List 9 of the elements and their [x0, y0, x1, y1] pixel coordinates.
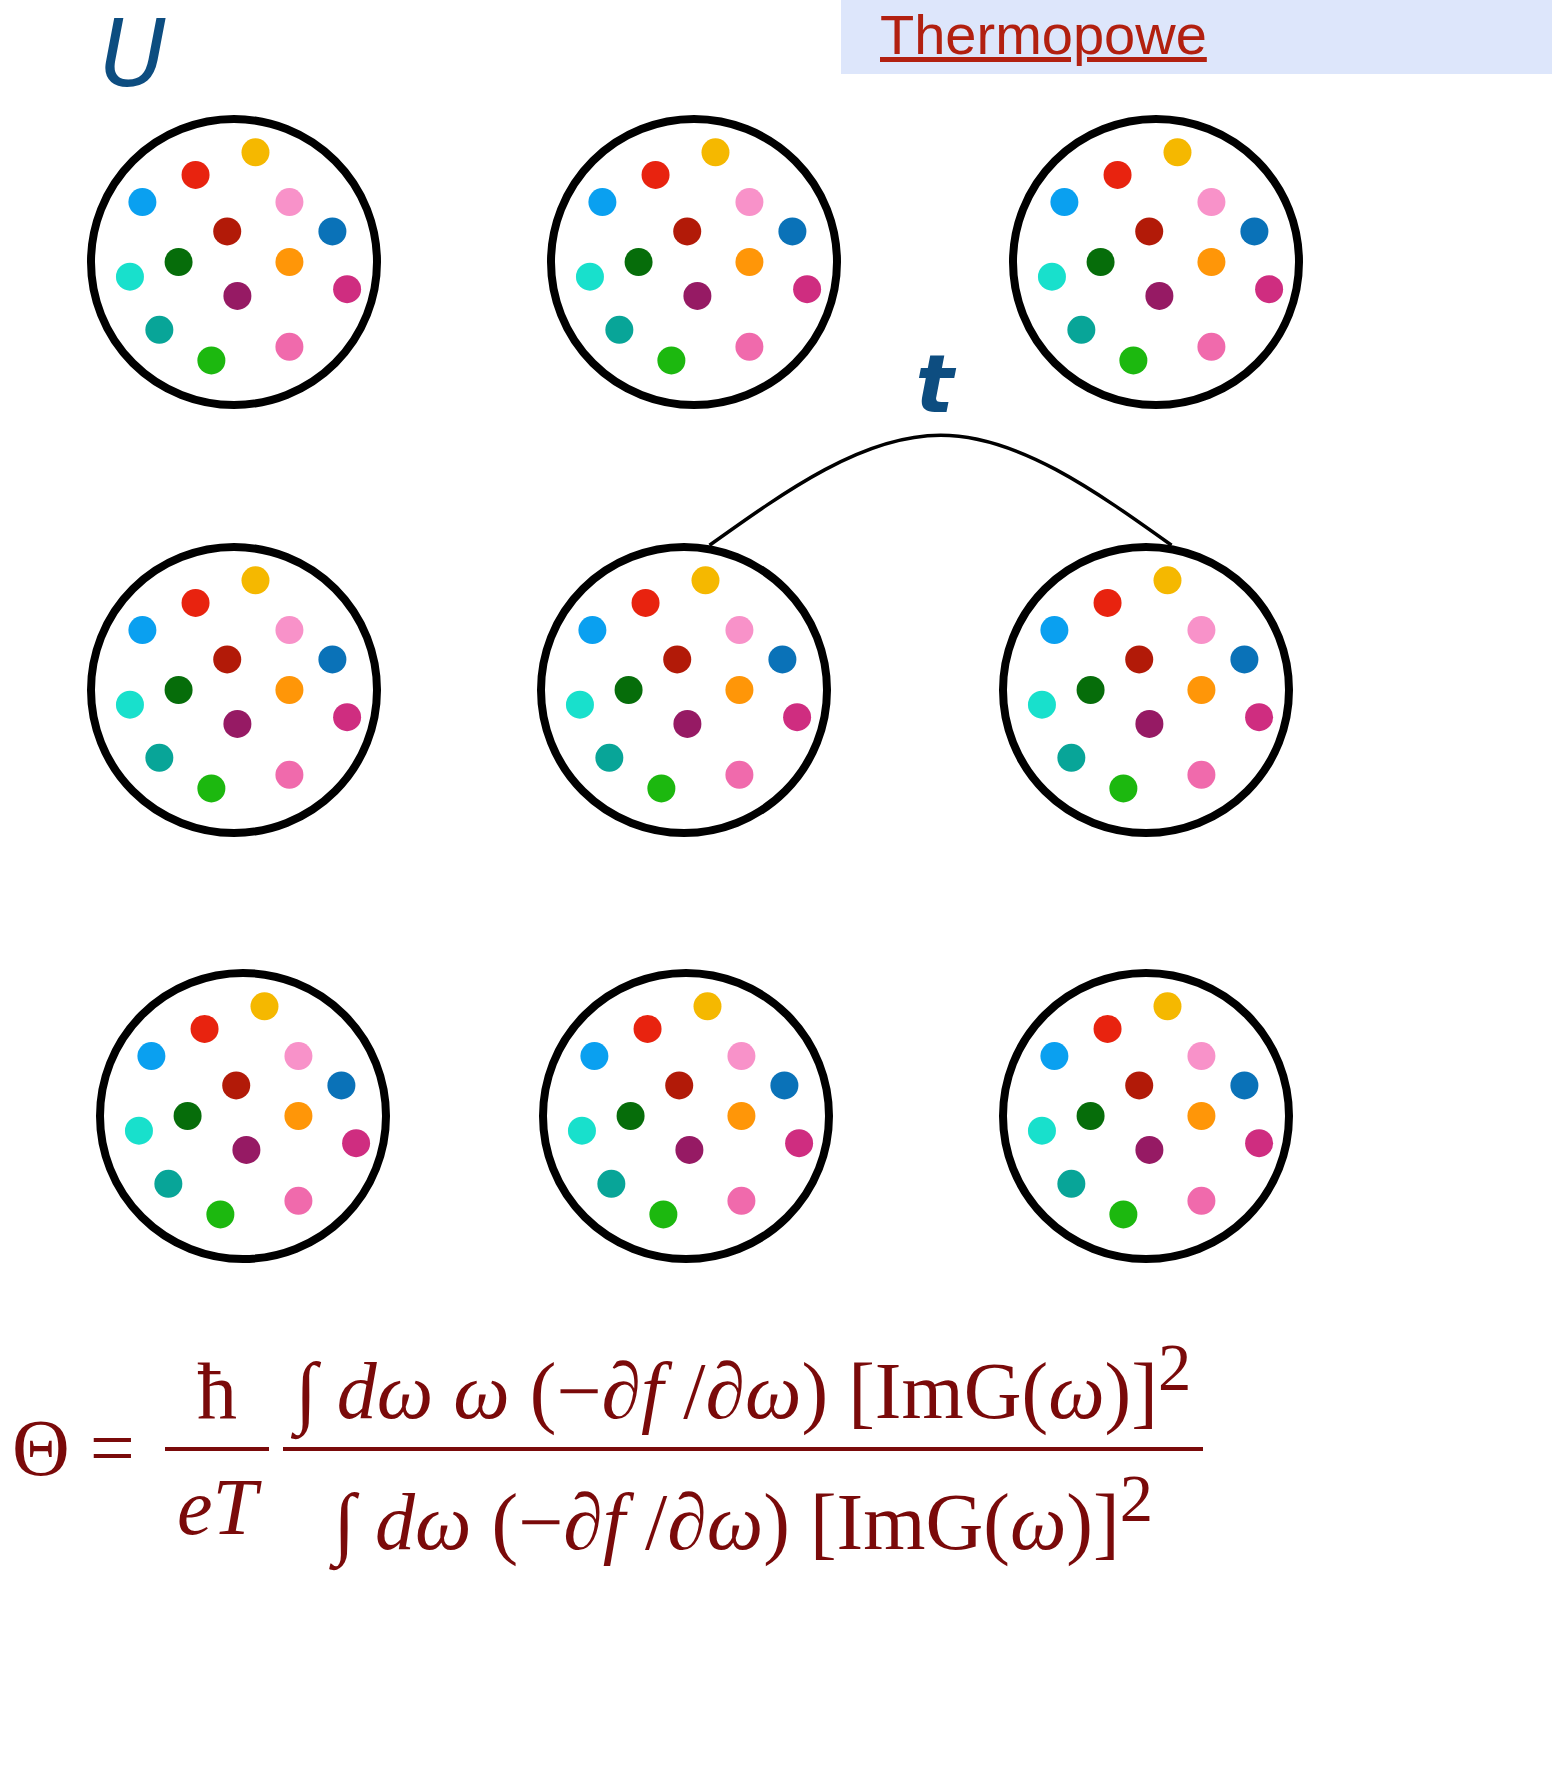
connector-line — [708, 433, 1173, 547]
parameter-label: U — [100, 0, 168, 110]
equation-lhs: Θ = — [12, 1403, 135, 1495]
fraction-denominator: eT — [164, 1450, 269, 1563]
fraction-numerator: ħ — [195, 1345, 238, 1437]
integral-denominator: ∫ dω (−∂f /∂ω) [ImG(ω)]$^{2}$ — [321, 1450, 1165, 1578]
integral-numerator: ∫ dω ω (−∂f /∂ω) [ImG(ω)]$^{2}$ — [282, 1320, 1204, 1447]
title: Thermopowe — [880, 2, 1207, 68]
edge-label: t — [915, 340, 954, 431]
